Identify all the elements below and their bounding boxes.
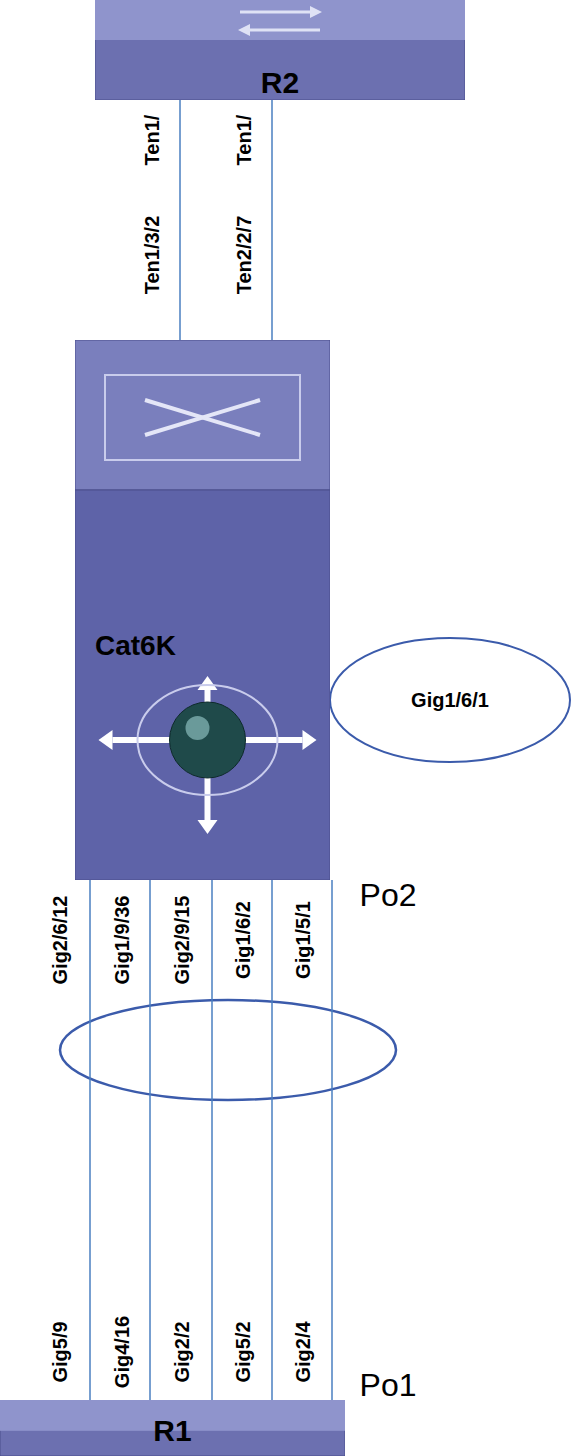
link-line [180, 100, 181, 340]
emblem-orbit [138, 685, 278, 795]
emblem-arrow [303, 730, 317, 750]
link-line [272, 880, 273, 1400]
emblem-ball [170, 702, 246, 778]
link-stroke [149, 880, 151, 1400]
port-label: Ten2/2/7 [233, 216, 255, 295]
chassis-node: Cat6K [75, 340, 330, 880]
emblem-arrow [99, 730, 113, 750]
switch-body [95, 0, 465, 100]
channel-name: Po1 [360, 1368, 417, 1402]
link-line [272, 100, 273, 340]
link-line [90, 880, 91, 1400]
link-stroke [271, 100, 273, 340]
bundle-ring [60, 1000, 396, 1100]
switch-arrow [240, 11, 310, 14]
port-label: Gig5/9 [49, 1321, 71, 1382]
fabric-frame [105, 375, 300, 460]
switch-arrow [250, 29, 320, 32]
switch-body [0, 1400, 345, 1456]
port-label: Ten1/3/2 [141, 216, 163, 295]
port-label: Gig1/9/36 [111, 896, 133, 985]
link-stroke [179, 100, 181, 340]
link-stroke [89, 880, 91, 1400]
device-name: R1 [153, 1414, 191, 1448]
switch-arrow [238, 24, 250, 36]
fabric-line [145, 400, 260, 435]
device-name: Cat6K [95, 630, 176, 662]
device-icon [75, 340, 330, 880]
device-name: R2 [261, 66, 299, 100]
emblem-arrow [198, 820, 218, 834]
port-label: Gig1/6/1 [411, 689, 489, 711]
port-label: Gig1/6/2 [232, 901, 254, 979]
switch-node: R2 [95, 0, 465, 100]
port-label: Gig1/5/1 [292, 901, 314, 979]
port-label: Gig2/6/12 [49, 896, 71, 985]
port-label: Gig4/16 [111, 1316, 133, 1388]
chassis-body [75, 490, 330, 880]
port-label: Gig5/2 [232, 1321, 254, 1382]
port-label: Gig2/9/15 [171, 896, 193, 985]
fabric-line [145, 400, 260, 435]
link-stroke [331, 880, 333, 1400]
link-stroke [211, 880, 213, 1400]
self-loop [330, 638, 570, 762]
port-label: Ten1/ [233, 115, 255, 166]
link-stroke [271, 880, 273, 1400]
switch-arrow [310, 6, 322, 18]
port-label: Ten1/ [141, 115, 163, 166]
channel-name: Po2 [360, 878, 417, 912]
emblem-arrow [198, 676, 218, 690]
switch-top [95, 0, 465, 40]
port-label: Gig2/2 [171, 1321, 193, 1382]
port-label: Gig2/4 [292, 1321, 314, 1382]
link-line [150, 880, 151, 1400]
link-line [212, 880, 213, 1400]
chassis-top [75, 340, 330, 490]
switch-node: R1 [0, 1400, 345, 1456]
emblem-shine [186, 716, 210, 740]
link-line [332, 880, 333, 1400]
